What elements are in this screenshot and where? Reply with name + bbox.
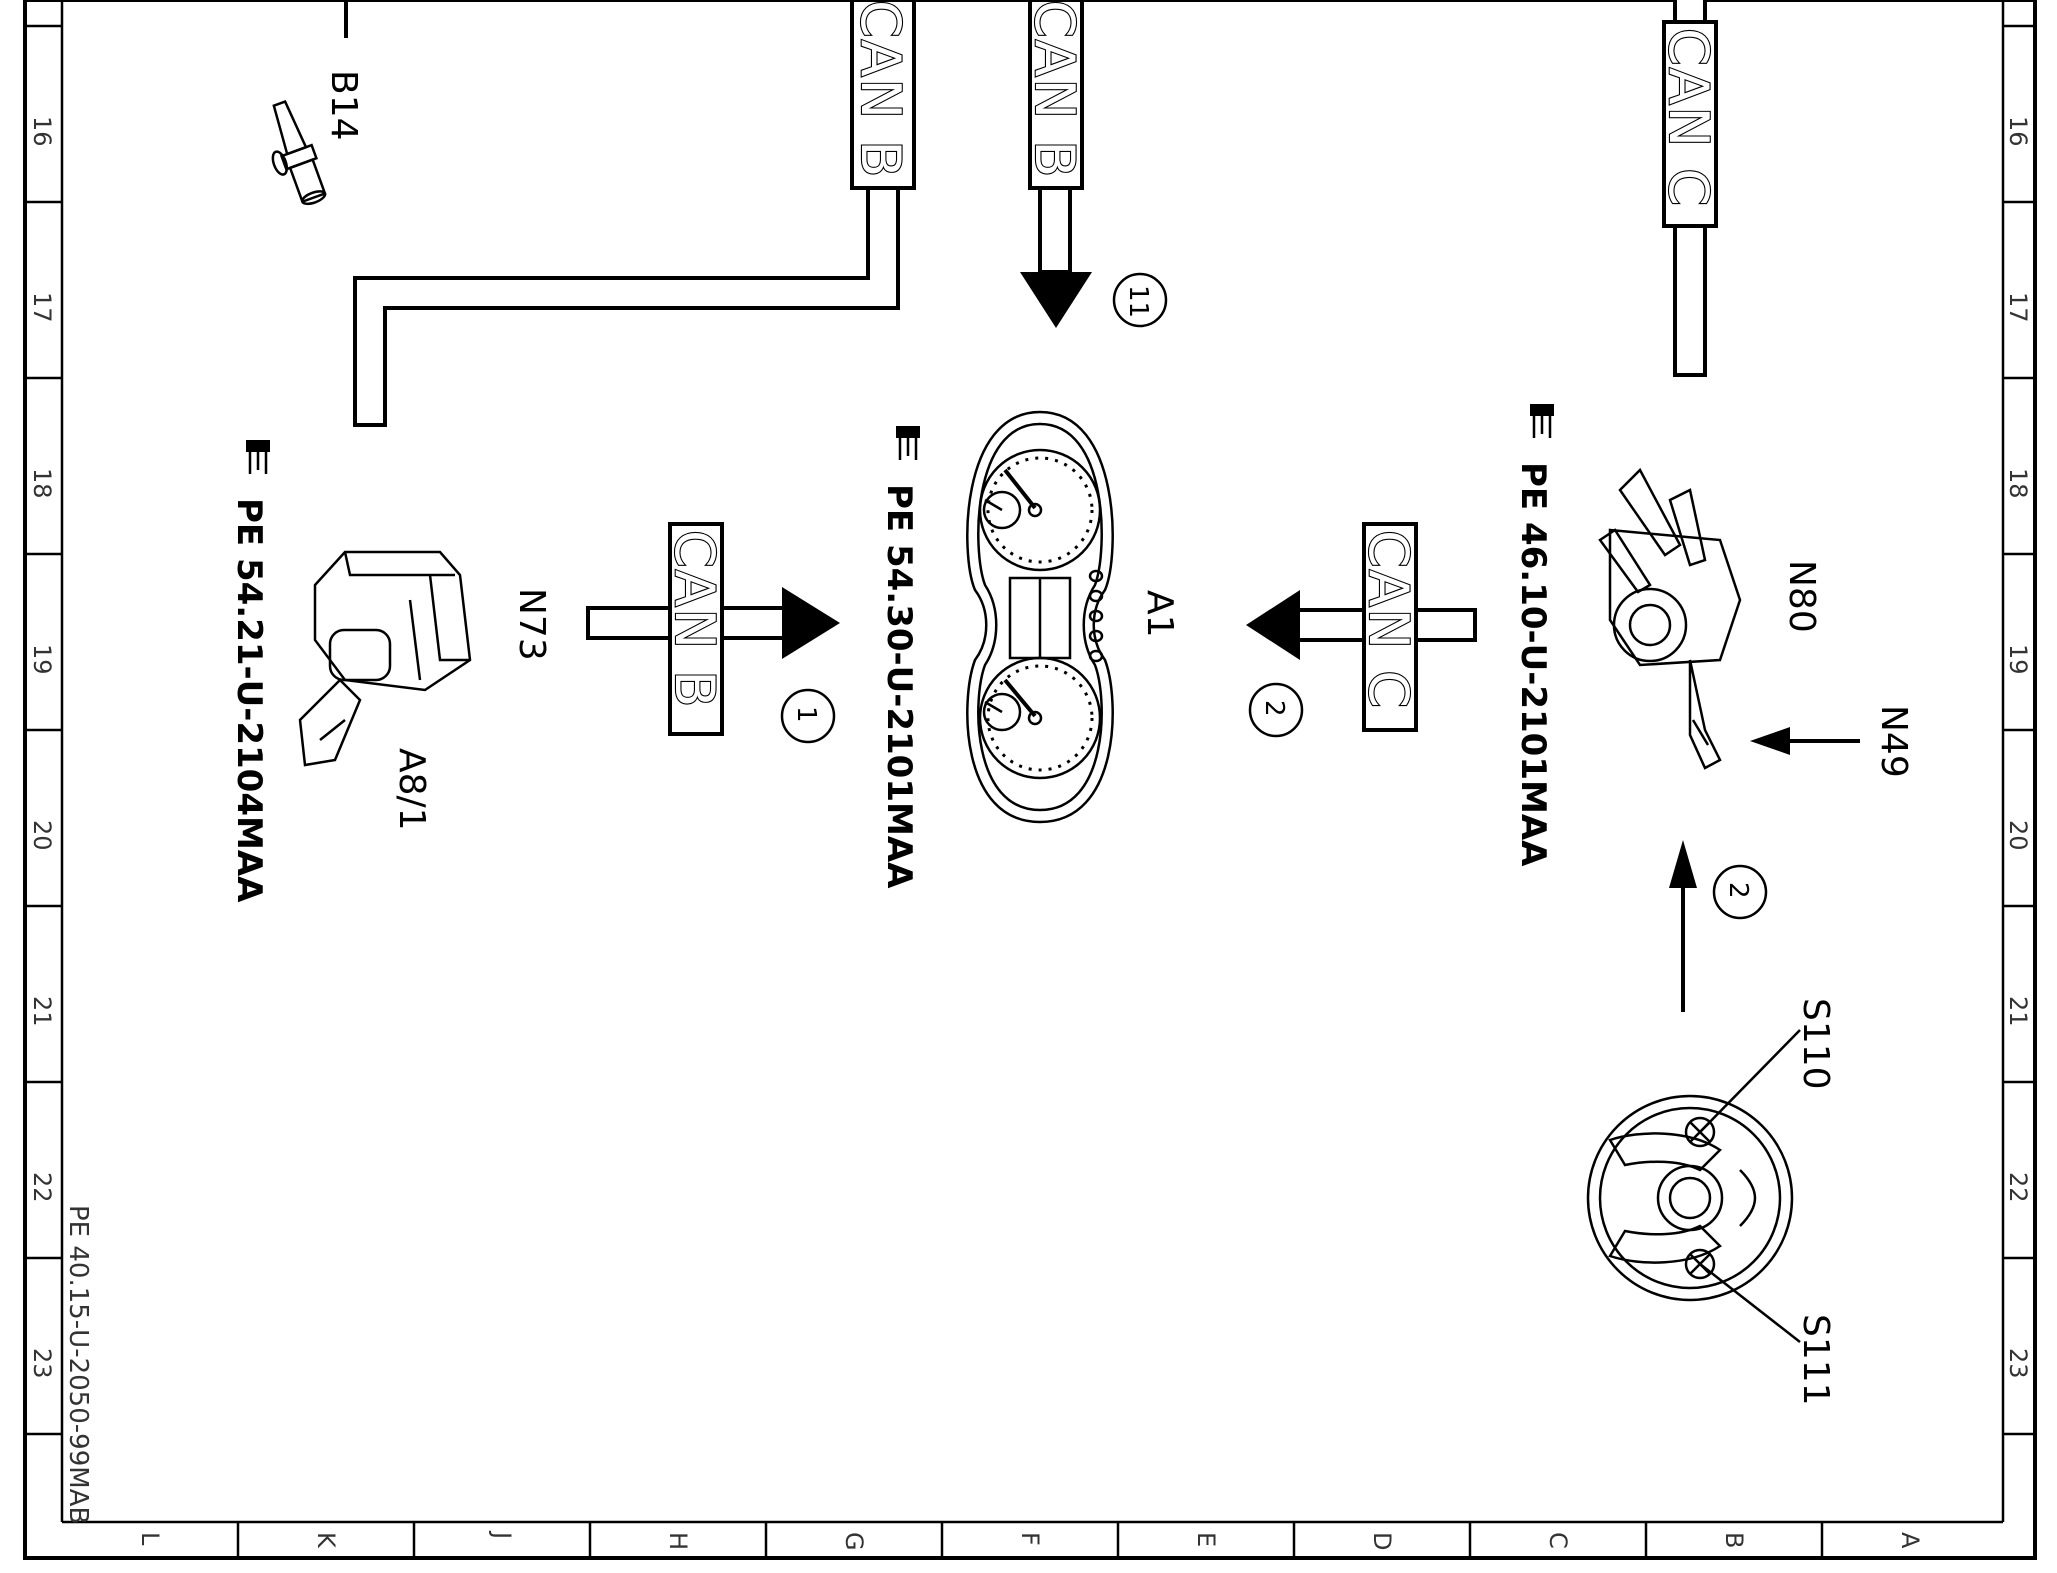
- row-label: 17: [28, 292, 56, 323]
- row-label: 23: [28, 1348, 56, 1379]
- can-c-box-mid-right: [1362, 522, 1418, 732]
- signal-marker-11-text: 11: [1123, 285, 1153, 318]
- row-label: 18: [2004, 468, 2032, 499]
- can-b-wire-top-left: [353, 0, 900, 427]
- can-c-label-top-right: CAN C: [1657, 28, 1720, 208]
- can-b-box-mid-left: [668, 522, 724, 736]
- temperature-sensor-icon: [271, 99, 327, 206]
- reference-hand-icon: [1530, 404, 1554, 438]
- row-label: 22: [2004, 1172, 2032, 1203]
- column-label: G: [840, 1532, 868, 1551]
- column-label: D: [1368, 1532, 1396, 1550]
- s110-leader: [1699, 1029, 1801, 1133]
- can-b-box-top-center: [1028, 0, 1084, 190]
- column-label: L: [136, 1532, 164, 1546]
- row-label: 16: [2004, 116, 2032, 147]
- reference-hand-icon: [246, 440, 270, 474]
- can-b-label-top-left: CAN B: [849, 0, 912, 179]
- n80-label: N80: [1781, 560, 1822, 633]
- document-number: PE 40.15-U-2050-99MAB: [63, 1205, 93, 1524]
- n80-reference: PE 46.10-U-2101MAA: [1513, 462, 1553, 867]
- arrow-up-icon: [1669, 840, 1697, 888]
- row-label: 21: [2004, 996, 2032, 1027]
- ignition-switch-icon: [298, 550, 472, 767]
- can-b-label-mid-left: CAN B: [663, 530, 726, 709]
- column-label: J: [488, 1530, 516, 1539]
- steering-wheel-icon: [1586, 1094, 1794, 1302]
- signal-marker-2b: [1712, 864, 1768, 920]
- a8-1-label: A8/1: [391, 748, 432, 831]
- steering-column-switch-icon: [1598, 467, 1742, 770]
- column-label: A: [1896, 1532, 1924, 1549]
- row-label: 17: [2004, 292, 2032, 323]
- instrument-cluster-icon: [966, 410, 1114, 824]
- n73-reference: PE 54.21-U-2104MAA: [229, 498, 269, 903]
- column-labels: L K J H G F E D C B A: [136, 1530, 1924, 1551]
- row-label: 19: [28, 644, 56, 675]
- n73-label: N73: [511, 588, 552, 661]
- column-label: F: [1016, 1532, 1044, 1546]
- signal-marker-2b-text: 2: [1723, 882, 1753, 899]
- row-label: 19: [2004, 644, 2032, 675]
- arrow-right-icon: [782, 587, 840, 659]
- column-label: B: [1720, 1532, 1748, 1548]
- row-label: 18: [28, 468, 56, 499]
- s110-label: S110: [1795, 998, 1836, 1090]
- column-label: H: [664, 1532, 692, 1550]
- s111-label: S111: [1795, 1314, 1836, 1406]
- row-label: 21: [28, 996, 56, 1027]
- n49-label: N49: [1873, 705, 1914, 778]
- signal-marker-1: [780, 688, 836, 744]
- column-label: E: [1192, 1532, 1220, 1547]
- row-label: 16: [28, 116, 56, 147]
- column-label: K: [312, 1532, 340, 1549]
- signal-marker-11: [1112, 272, 1168, 328]
- column-label: C: [1544, 1532, 1572, 1549]
- row-label: 20: [2004, 820, 2032, 851]
- can-b-label-top-center: CAN B: [1023, 0, 1086, 179]
- b14-label: B14: [323, 70, 364, 141]
- arrow-left-icon: [1246, 590, 1300, 660]
- can-b-box-top-left: [850, 0, 916, 190]
- row-labels-left: 16 17 18 19 20 21 22 23: [28, 116, 56, 1379]
- a1-reference: PE 54.30-U-2101MAA: [879, 484, 919, 889]
- can-c-label-mid-right: CAN C: [1357, 530, 1420, 710]
- row-label: 22: [28, 1172, 56, 1203]
- arrow-down-icon: [1020, 272, 1092, 328]
- row-label: 23: [2004, 1348, 2032, 1379]
- row-label: 20: [28, 820, 56, 851]
- a1-label: A1: [1139, 590, 1180, 638]
- signal-marker-2: [1248, 682, 1304, 738]
- can-c-box-top-right: [1662, 20, 1718, 228]
- row-labels-right: 16 17 18 19 20 21 22 23: [2004, 116, 2032, 1379]
- arrow-left-icon: [1750, 727, 1790, 755]
- signal-marker-2-text: 2: [1259, 700, 1289, 717]
- sheet-frame: [23, 0, 2037, 1560]
- s111-leader: [1699, 1263, 1801, 1343]
- signal-marker-1-text: 1: [791, 706, 821, 723]
- reference-hand-icon: [896, 426, 920, 460]
